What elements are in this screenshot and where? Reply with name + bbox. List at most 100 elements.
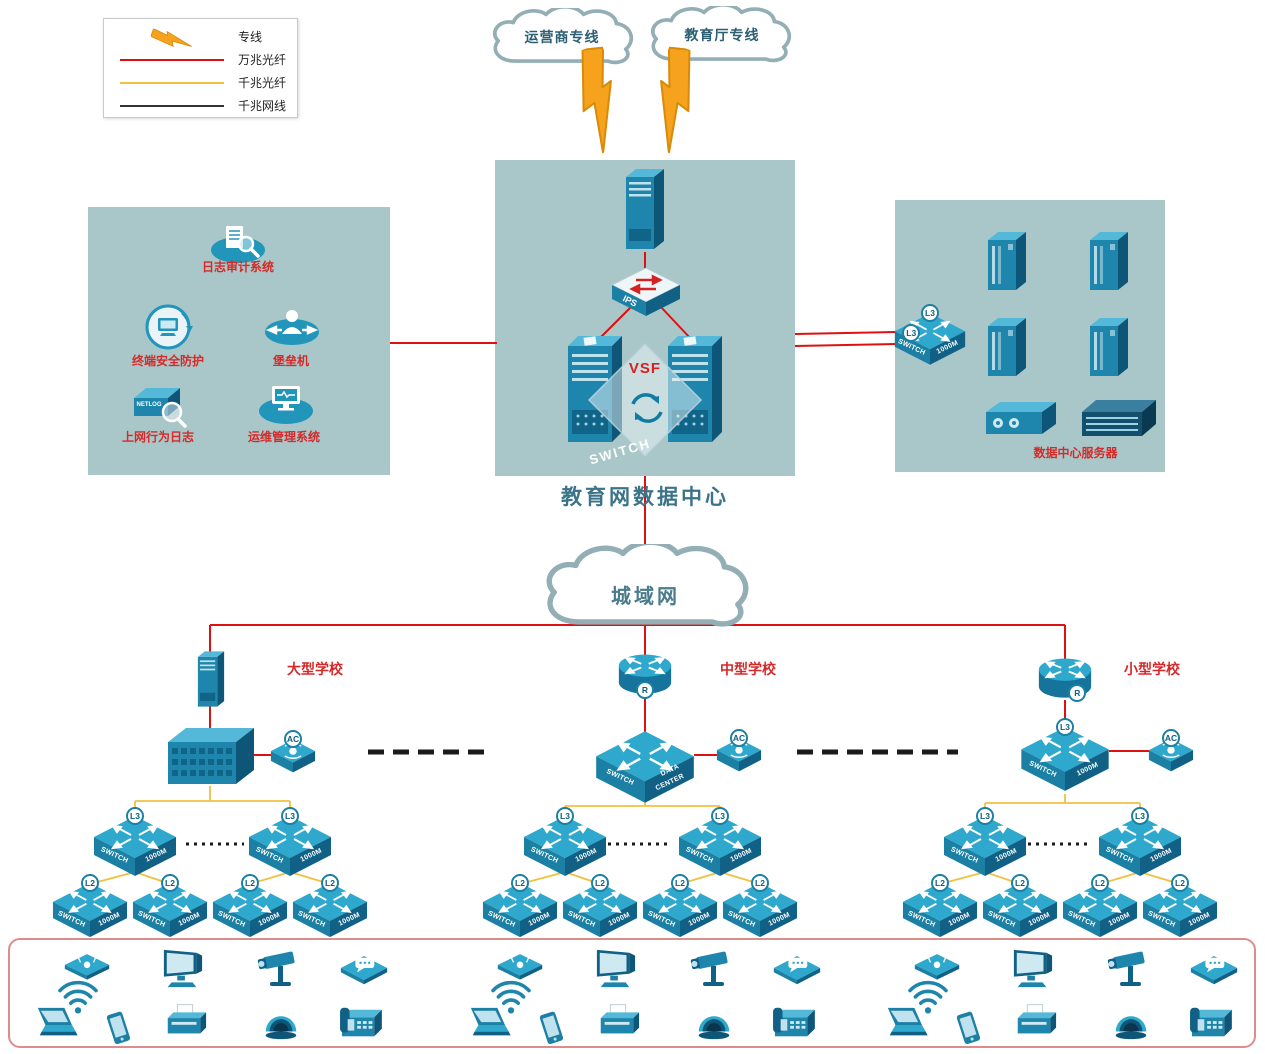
l2-access-switch: L2 SWITCH 1000M xyxy=(52,874,128,938)
dome-camera-icon xyxy=(265,1016,297,1040)
l3-aggregation-switch: L3 SWITCH 1000M xyxy=(248,807,332,877)
printer-icon xyxy=(1017,1004,1057,1034)
l3-badge: L3 xyxy=(1131,807,1149,825)
school-firewall-icon xyxy=(197,651,225,707)
l2-access-switch: L2 SWITCH 1000M xyxy=(1062,874,1138,938)
desk-phone-icon xyxy=(773,1007,815,1037)
l2-badge: L2 xyxy=(1091,874,1109,892)
wifi-signal-icon xyxy=(58,980,98,1014)
legend-row-dedicated: 专线 xyxy=(116,25,297,48)
switch-icon xyxy=(595,730,695,804)
l2-badge: L2 xyxy=(161,874,179,892)
legend-label: 万兆光纤 xyxy=(238,53,287,67)
school-router: R xyxy=(1037,656,1093,702)
lightning-icon xyxy=(116,26,228,48)
server-icon xyxy=(988,232,1026,290)
yellow-line-sample xyxy=(120,81,224,84)
l3-badge: L3 xyxy=(126,807,144,825)
netlog-device: NETLOG xyxy=(130,384,188,428)
ellipsis-separators xyxy=(186,749,1090,846)
l2-badge: L2 xyxy=(591,874,609,892)
laptop-icon xyxy=(887,1007,928,1036)
dome-camera-icon xyxy=(1115,1016,1147,1040)
wlan-ap-icon xyxy=(64,947,110,981)
rack-switch-icon xyxy=(1081,399,1157,437)
l2-badge: L2 xyxy=(81,874,99,892)
desk-phone-icon xyxy=(1190,1007,1232,1037)
l2-access-switch: L2 SWITCH 1000M xyxy=(1142,874,1218,938)
server-icon xyxy=(1090,318,1128,376)
l2-badge: L2 xyxy=(241,874,259,892)
l3-badge: L3 xyxy=(902,324,921,342)
label-endpoint-protection: 终端安全防护 xyxy=(131,354,204,368)
vsf-cluster: VSF SWITCH xyxy=(585,340,705,467)
l2-access-switch: L2 SWITCH 1000M xyxy=(212,874,288,938)
l3-aggregation-switch: L3 SWITCH 1000M xyxy=(678,807,762,877)
wlan-ap-icon xyxy=(497,947,543,981)
l3-aggregation-switch: L3 SWITCH 1000M xyxy=(93,807,177,877)
legend: 专线 万兆光纤 千兆光纤 千兆网线 xyxy=(103,18,298,118)
vsf-label: VSF xyxy=(628,360,662,377)
laptop-icon xyxy=(470,1007,511,1036)
l3-badge: L3 xyxy=(921,304,939,322)
ac-badge: AC xyxy=(730,729,748,747)
school-router: R xyxy=(617,652,673,700)
ptz-camera-icon xyxy=(1107,951,1145,986)
label-ops-management: 运维管理系统 xyxy=(247,430,320,444)
desktop-icon xyxy=(1013,949,1053,988)
messaging-device-icon xyxy=(1190,956,1238,985)
wifi-signal-icon xyxy=(491,980,531,1014)
smartphone-icon xyxy=(106,1010,131,1045)
smartphone-icon xyxy=(956,1010,981,1045)
l2-badge: L2 xyxy=(931,874,949,892)
vsf-diamond-icon xyxy=(587,342,703,458)
l3-badge: L3 xyxy=(1056,718,1074,736)
label-large-school: 大型学校 xyxy=(287,661,343,677)
smartphone-icon xyxy=(539,1010,564,1045)
printer-icon xyxy=(600,1004,640,1034)
storage-array-icon xyxy=(986,402,1056,434)
l2-badge: L2 xyxy=(751,874,769,892)
label-small-school: 小型学校 xyxy=(1124,661,1180,677)
ac-controller: AC xyxy=(270,730,316,774)
l2-badge: L2 xyxy=(671,874,689,892)
l2-access-switch: L2 SWITCH 1000M xyxy=(482,874,558,938)
l3-badge: L3 xyxy=(976,807,994,825)
server-icon xyxy=(1090,232,1128,290)
l2-access-switch: L2 SWITCH 1000M xyxy=(292,874,368,938)
wifi-signal-icon xyxy=(908,980,948,1014)
gigabit-fiber-links xyxy=(89,786,1181,885)
legend-label: 千兆光纤 xyxy=(238,76,287,90)
l2-access-switch: L2 SWITCH 1000M xyxy=(562,874,638,938)
desktop-icon xyxy=(163,949,203,988)
printer-icon xyxy=(167,1004,207,1034)
router-badge: R xyxy=(1068,683,1087,702)
ptz-camera-icon xyxy=(257,951,295,986)
l2-badge: L2 xyxy=(1171,874,1189,892)
l3-badge: L3 xyxy=(711,807,729,825)
legend-row-1g-cable: 千兆网线 xyxy=(116,94,297,117)
ac-controller: AC xyxy=(1148,729,1194,773)
desktop-icon xyxy=(596,949,636,988)
wlan-ap-icon xyxy=(914,947,960,981)
server-icon xyxy=(988,318,1026,376)
ac-controller: AC xyxy=(716,729,762,773)
10g-fiber-links xyxy=(209,252,1149,756)
core-firewall-icon xyxy=(626,169,664,249)
school-core-chassis-icon xyxy=(168,728,254,784)
laptop-icon xyxy=(37,1007,78,1036)
netlog-label: NETLOG xyxy=(136,402,162,408)
server-zone-switch: L3 L3 SWITCH 1000M xyxy=(894,304,966,366)
label-datacenter-servers: 数据中心服务器 xyxy=(1033,446,1118,460)
desk-phone-icon xyxy=(340,1007,382,1037)
ptz-camera-icon xyxy=(690,951,728,986)
ac-badge: AC xyxy=(1162,729,1180,747)
label-log-audit: 日志审计系统 xyxy=(201,260,274,274)
l3-aggregation-switch: L3 SWITCH 1000M xyxy=(523,807,607,877)
ips-device: IPS xyxy=(610,266,682,318)
datacenter-title: 教育网数据中心 xyxy=(561,485,729,509)
legend-label: 千兆网线 xyxy=(238,99,287,113)
label-bastion: 堡垒机 xyxy=(272,354,309,368)
